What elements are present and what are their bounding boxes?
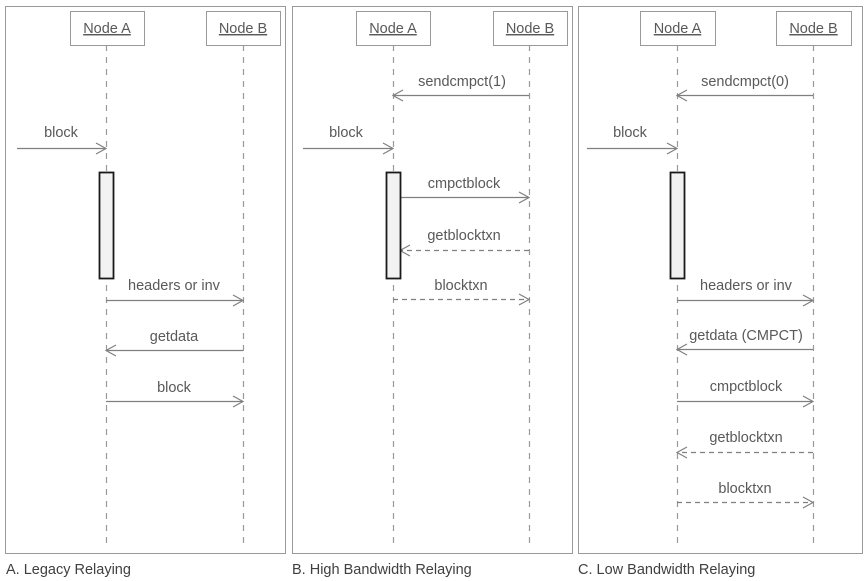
panel-frame	[292, 6, 573, 554]
participant-label: Node A	[83, 21, 131, 37]
message-label: getdata (CMPCT)	[689, 328, 803, 344]
message-arrowhead	[675, 343, 688, 356]
message-arrowhead	[232, 395, 245, 408]
message-arrowhead	[802, 395, 815, 408]
message-arrowhead	[802, 294, 815, 307]
message-3: getdata (CMPCT)	[675, 328, 813, 356]
participant-box	[640, 11, 716, 46]
participant-label: Node B	[506, 21, 554, 37]
message-arrowhead	[95, 142, 108, 155]
participant-box	[206, 11, 281, 46]
message-arrowhead	[391, 89, 404, 102]
activation-bar-0	[385, 171, 402, 280]
message-0: sendcmpct(0)	[675, 74, 813, 102]
message-arrowhead	[666, 142, 679, 155]
message-arrowhead	[232, 294, 245, 307]
message-label: blocktxn	[718, 481, 771, 497]
participant-node-b[interactable]: Node B	[776, 11, 852, 46]
panel-a: Node A Node B block headers or inv getdata bl…	[5, 6, 286, 578]
message-label: sendcmpct(0)	[701, 74, 789, 90]
message-arrowhead	[104, 344, 117, 357]
message-label: getblocktxn	[709, 430, 782, 446]
message-6: blocktxn	[677, 481, 815, 509]
message-3: block	[106, 380, 245, 408]
message-label: cmpctblock	[428, 176, 501, 192]
panel-caption: A. Legacy Relaying	[6, 562, 131, 578]
message-1: block	[303, 125, 395, 155]
message-2: getdata	[104, 329, 243, 357]
message-1: headers or inv	[106, 278, 245, 307]
participant-box	[776, 11, 852, 46]
message-label: sendcmpct(1)	[418, 74, 506, 90]
message-4: cmpctblock	[677, 379, 815, 408]
message-1: block	[587, 125, 679, 155]
panel-caption: B. High Bandwidth Relaying	[292, 562, 472, 578]
panels-layer: Node A Node B block headers or inv getdata bl…	[5, 6, 863, 578]
message-arrowhead	[675, 89, 688, 102]
message-2: headers or inv	[677, 278, 815, 307]
panel-c: Node A Node B sendcmpct(0) block headers or …	[578, 6, 863, 578]
message-label: headers or inv	[128, 278, 221, 294]
activation-bar-0	[669, 171, 686, 280]
participant-box	[70, 11, 145, 46]
participant-node-b[interactable]: Node B	[206, 11, 281, 46]
participant-node-a[interactable]: Node A	[640, 11, 716, 46]
participant-label: Node A	[369, 21, 417, 37]
message-arrowhead	[518, 293, 531, 306]
message-label: headers or inv	[700, 278, 793, 294]
message-0: block	[17, 125, 108, 155]
panel-frame	[578, 6, 863, 554]
message-label: getblocktxn	[427, 228, 500, 244]
message-label: cmpctblock	[710, 379, 783, 395]
message-2: cmpctblock	[400, 176, 531, 204]
message-label: getdata	[150, 329, 199, 345]
participant-node-b[interactable]: Node B	[493, 11, 568, 46]
message-label: blocktxn	[434, 278, 487, 294]
message-label: block	[329, 125, 364, 141]
participant-node-a[interactable]: Node A	[70, 11, 145, 46]
participant-node-a[interactable]: Node A	[356, 11, 431, 46]
message-5: getblocktxn	[675, 430, 813, 459]
participant-label: Node B	[219, 21, 267, 37]
message-arrowhead	[382, 142, 395, 155]
activation-bar-0	[98, 171, 115, 280]
message-4: blocktxn	[393, 278, 531, 306]
message-arrowhead	[675, 446, 688, 459]
participant-label: Node A	[654, 21, 702, 37]
participant-label: Node B	[789, 21, 837, 37]
panel-b: Node A Node B sendcmpct(1) block cmpctblock g…	[292, 6, 573, 578]
message-label: block	[44, 125, 79, 141]
message-arrowhead	[802, 496, 815, 509]
panel-frame	[5, 6, 286, 554]
panel-caption: C. Low Bandwidth Relaying	[578, 562, 755, 578]
participant-box	[356, 11, 431, 46]
message-arrowhead	[518, 191, 531, 204]
message-label: block	[613, 125, 648, 141]
message-0: sendcmpct(1)	[391, 74, 529, 102]
message-label: block	[157, 380, 192, 396]
participant-box	[493, 11, 568, 46]
